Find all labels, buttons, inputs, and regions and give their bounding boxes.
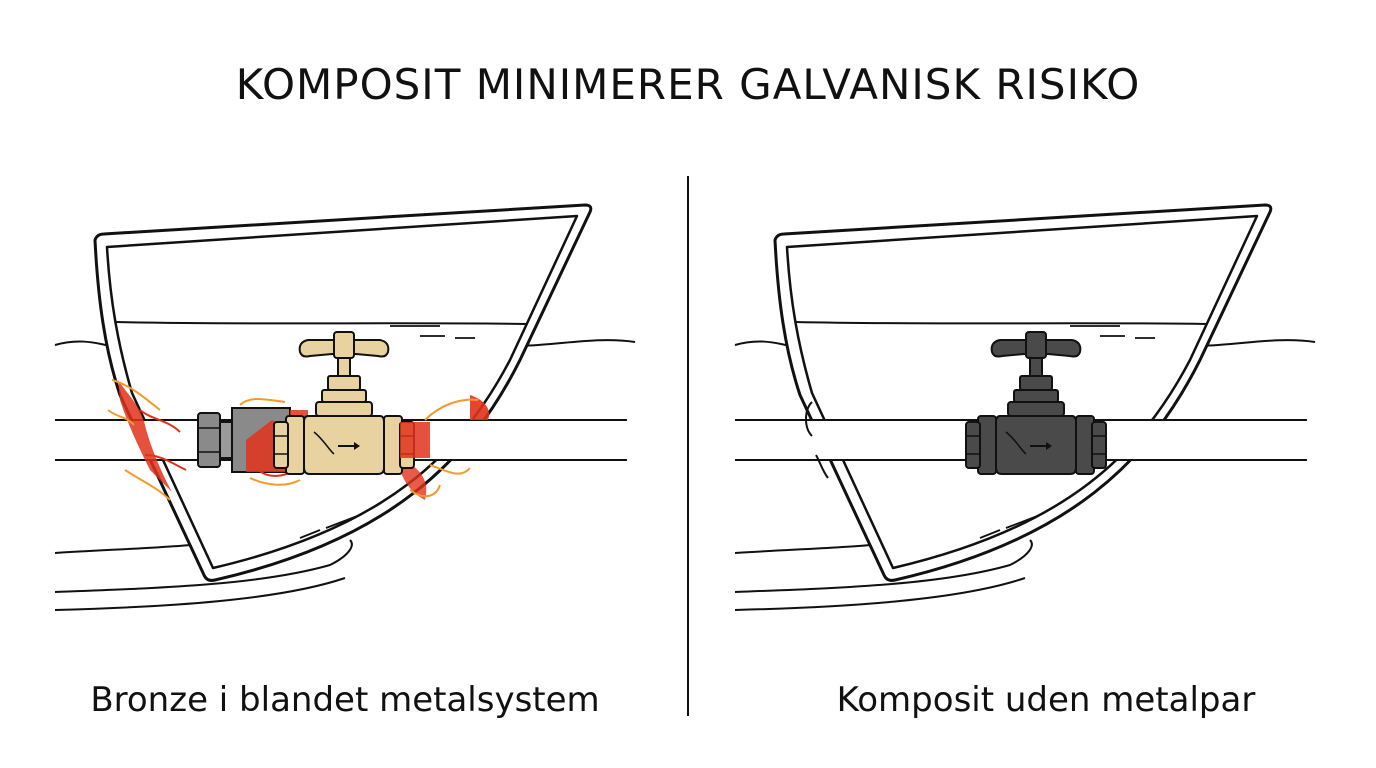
caption-composite: Komposit uden metalpar — [836, 680, 1256, 720]
corrosion-left-hull — [107, 379, 187, 501]
page-title: KOMPOSIT MINIMERER GALVANISK RISIKO — [235, 60, 1141, 109]
caption-bronze: Bronze i blandet metalsystem — [90, 680, 600, 720]
corrosion-right-hull — [400, 395, 490, 500]
right-panel-scene — [733, 203, 1317, 612]
left-panel-scene — [53, 203, 637, 612]
corrosion-joint-right — [400, 422, 430, 458]
